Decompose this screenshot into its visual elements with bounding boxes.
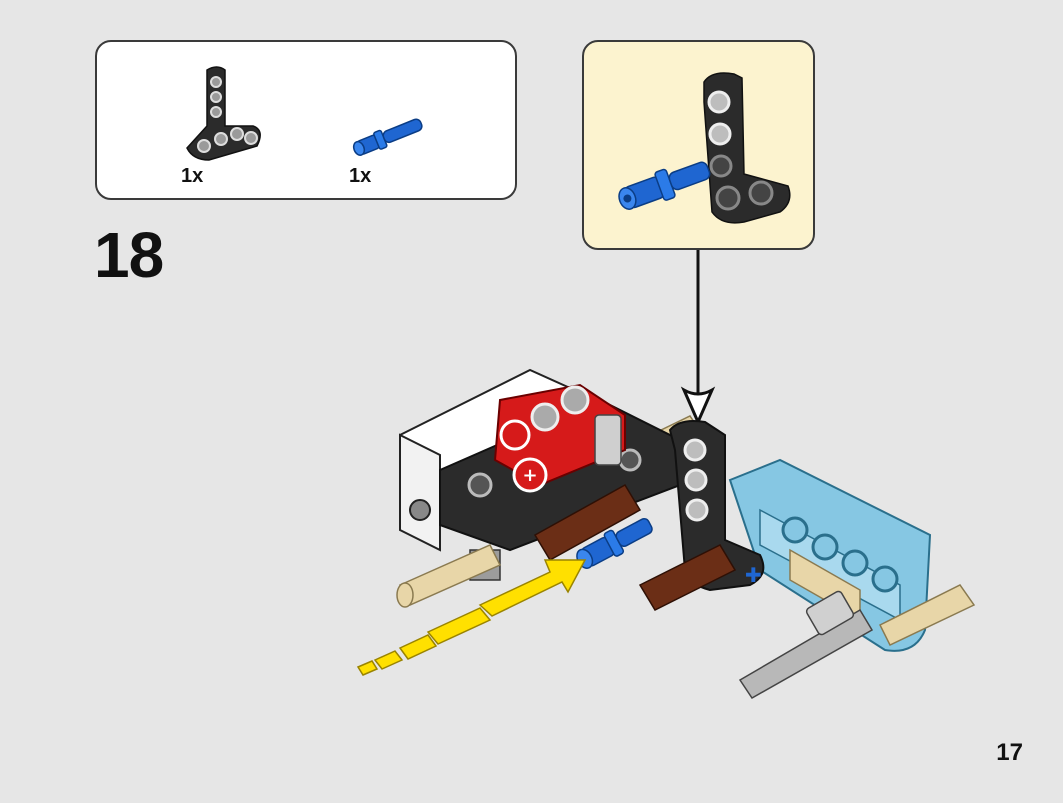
page-number: 17 (996, 739, 1023, 766)
part-quantity-blue-pin: 1x (349, 165, 372, 187)
black-t-beam-icon (186, 66, 261, 161)
svg-text:+: + (522, 465, 537, 486)
blue-pin-icon (352, 118, 423, 156)
subassembly-callout (582, 40, 815, 250)
svg-text:✚: ✚ (745, 563, 762, 587)
subassembly-t-beam-with-pin (618, 72, 791, 224)
step-number: 18 (94, 219, 164, 291)
part-quantity-black-t-beam: 1x (181, 165, 204, 187)
main-model-illustration: + ✚ (356, 368, 976, 699)
assembly-arrow-icon (680, 250, 716, 426)
parts-list-box: 1x 1x (95, 40, 517, 200)
